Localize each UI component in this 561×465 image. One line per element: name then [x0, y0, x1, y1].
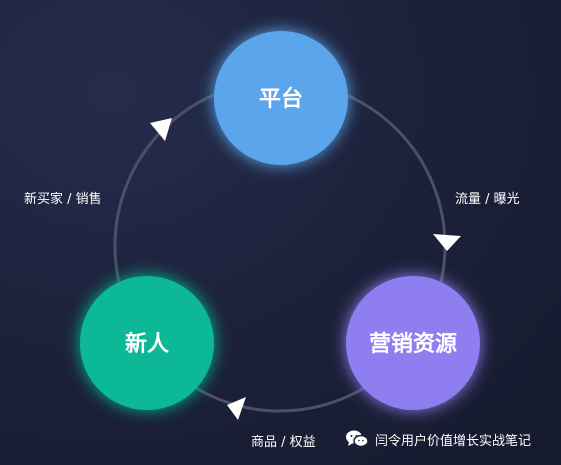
node-newcomer-label: 新人 — [125, 331, 169, 357]
edge-label-traffic: 流量 / 曝光 — [455, 192, 520, 207]
edge-label-buyers: 新买家 / 销售 — [24, 191, 102, 207]
node-platform: 平台 — [214, 31, 348, 165]
watermark-text: 闫令用户价值增长实战笔记 — [375, 433, 532, 449]
node-marketing-label: 营销资源 — [369, 332, 457, 357]
node-marketing: 营销资源 — [346, 276, 480, 410]
arrow-marketing-to-newcomer — [227, 397, 246, 420]
node-platform-label: 平台 — [259, 86, 303, 112]
node-platform-circle — [214, 31, 348, 165]
arrow-platform-to-marketing — [433, 234, 461, 251]
node-marketing-circle — [346, 276, 480, 410]
arrow-newcomer-to-platform — [150, 118, 172, 141]
wechat-icon — [346, 430, 369, 448]
watermark: 闫令用户价值增长实战笔记 — [345, 428, 531, 450]
node-newcomer-circle — [80, 276, 214, 410]
node-newcomer: 新人 — [80, 276, 214, 410]
edge-label-goods: 商品 / 权益 — [251, 434, 316, 450]
